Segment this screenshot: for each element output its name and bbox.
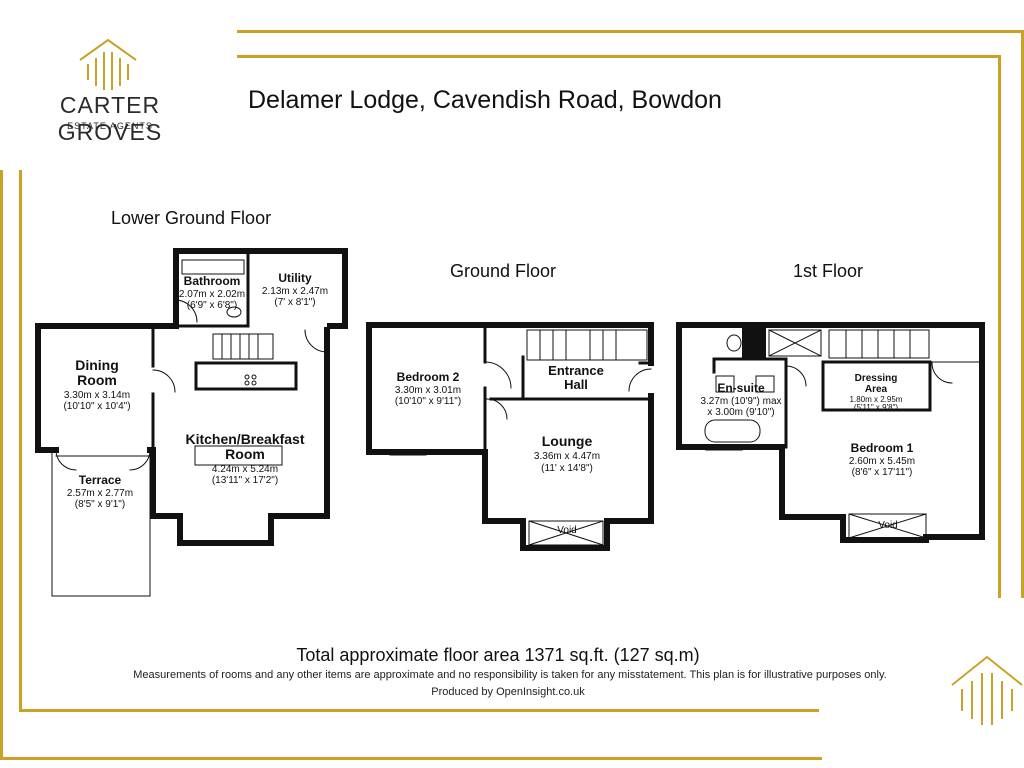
room-name-utility: Utility	[278, 271, 312, 285]
room-name-kitchen-1: Kitchen/Breakfast	[185, 431, 304, 447]
total-floor-area: Total approximate floor area 1371 sq.ft.…	[296, 645, 700, 665]
room-name-entrance-1: Entrance	[548, 363, 604, 378]
room-dim-lounge-imperial: (11' x 14'8")	[541, 463, 593, 474]
room-name-dressing-2: Area	[865, 384, 888, 395]
room-dim-bedroom-1-metric: 2.60m x 5.45m	[849, 456, 915, 467]
room-dim-terrace-metric: 2.57m x 2.77m	[67, 488, 133, 499]
room-dim-bedroom-2-metric: 3.30m x 3.01m	[395, 385, 461, 396]
gold-frame-outer-top	[237, 30, 1024, 33]
room-dim-lounge-metric: 3.36m x 4.47m	[534, 451, 600, 462]
gold-frame-outer-left	[0, 170, 3, 760]
room-name-terrace: Terrace	[79, 473, 122, 487]
room-name-dressing-1: Dressing	[855, 373, 898, 384]
room-name-void-ground: Void	[557, 525, 576, 536]
brand-tagline: ESTATE AGENTS	[67, 121, 153, 131]
gold-frame-inner-left	[19, 170, 22, 712]
brand-logo-icon	[79, 38, 137, 90]
room-dim-bedroom-2-imperial: (10'10" x 9'11")	[395, 396, 461, 407]
room-name-lounge: Lounge	[542, 433, 593, 449]
room-dim-ensuite-imperial: x 3.00m (9'10")	[707, 407, 774, 418]
room-name-dining-1: Dining	[75, 357, 119, 373]
room-name-bedroom-1: Bedroom 1	[851, 441, 914, 455]
brand-name: CARTER GROVES	[57, 92, 163, 145]
room-name-kitchen-2: Room	[225, 446, 265, 462]
room-name-entrance-2: Hall	[564, 377, 588, 392]
ground-floor-plan	[366, 322, 654, 551]
gold-frame-outer-right	[1021, 30, 1024, 598]
house-lines-icon	[951, 655, 1023, 725]
disclaimer-text: Measurements of rooms and any other item…	[133, 669, 887, 681]
property-title: Delamer Lodge, Cavendish Road, Bowdon	[248, 86, 722, 114]
room-dim-dressing-imperial: (5'11" x 9'8")	[854, 403, 898, 412]
gold-frame-inner-right	[998, 55, 1001, 598]
gold-frame-inner-top	[237, 55, 1000, 58]
room-name-bedroom-2: Bedroom 2	[397, 370, 460, 384]
gold-frame-inner-bottom	[19, 709, 819, 712]
room-dim-utility-metric: 2.13m x 2.47m	[262, 286, 328, 297]
produced-by-text: Produced by OpenInsight.co.uk	[431, 686, 585, 698]
room-dim-dining-imperial: (10'10" x 10'4")	[63, 401, 130, 412]
room-dim-kitchen-imperial: (13'11" x 17'2")	[212, 475, 278, 486]
room-dim-bedroom-1-imperial: (8'6" x 17'11")	[852, 467, 913, 478]
room-name-bathroom: Bathroom	[184, 274, 241, 288]
room-dim-ensuite-metric: 3.27m (10'9") max	[700, 396, 781, 407]
room-dim-kitchen-metric: 4.24m x 5.24m	[212, 464, 278, 475]
room-dim-utility-imperial: (7' x 8'1")	[274, 297, 315, 308]
floor-label-ground: Ground Floor	[450, 261, 557, 281]
room-name-void-first: Void	[878, 520, 897, 531]
room-dim-bathroom-metric: 2.07m x 2.02m	[179, 289, 245, 300]
lower-ground-plan	[35, 248, 348, 597]
floor-label-first: 1st Floor	[793, 261, 864, 281]
room-name-dining-2: Room	[77, 372, 117, 388]
floor-label-lower-ground: Lower Ground Floor	[111, 208, 272, 228]
room-dim-dining-metric: 3.30m x 3.14m	[64, 390, 130, 401]
room-dim-terrace-imperial: (8'5" x 9'1")	[75, 499, 125, 510]
gold-frame-outer-bottom	[0, 757, 822, 760]
room-dim-dressing-metric: 1.80m x 2.95m	[850, 395, 903, 404]
first-floor-plan	[676, 322, 985, 543]
room-dim-bathroom-imperial: (6'9" x 6'8")	[187, 300, 237, 311]
room-name-ensuite: En-suite	[717, 381, 765, 395]
